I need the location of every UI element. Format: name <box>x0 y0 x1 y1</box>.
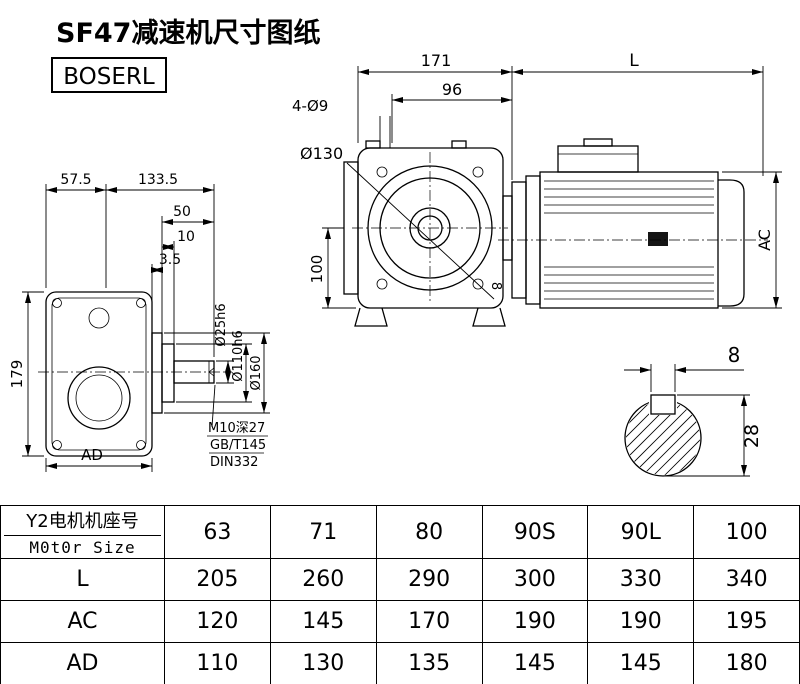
dim-small-8-label: 8 <box>488 282 503 290</box>
table-value: 290 <box>377 559 483 600</box>
note-din-standard: DIN332 <box>210 455 258 470</box>
dim-bolt-holes-label: 4-Ø9 <box>292 97 328 115</box>
dim-133-5-label: 133.5 <box>138 172 178 188</box>
dim-57-5-label: 57.5 <box>60 172 91 188</box>
table-value: 190 <box>588 601 695 642</box>
dim-ad-label: AD <box>81 446 103 464</box>
table-row-AC: AC 120 145 170 190 190 195 <box>1 601 800 643</box>
table-row-AD: AD 110 130 135 145 145 180 <box>1 643 800 684</box>
table-value: 130 <box>271 643 377 684</box>
dim-keyway-height-label: 28 <box>741 424 763 448</box>
dim-motor-length-label: L <box>629 51 639 71</box>
size-col-header: 90L <box>588 506 695 558</box>
motor-size-label-en: M0t0r Size <box>29 538 136 557</box>
table-value: 120 <box>165 601 271 642</box>
dim-96-label: 96 <box>442 80 462 99</box>
front-view: 171 96 4-Ø9 Ø130 100 8 <box>292 51 513 327</box>
note-gb-standard: GB/T145 <box>210 438 266 453</box>
row-label: L <box>1 559 165 600</box>
dim-100-label: 100 <box>308 255 326 284</box>
table-header-row: Y2电机机座号 M0t0r Size 63 71 80 90S 90L 100 <box>1 506 800 559</box>
size-col-header: 63 <box>165 506 271 558</box>
row-label: AD <box>1 643 165 684</box>
dim-flange-diameter-label: Ø130 <box>300 144 343 163</box>
table-value: 205 <box>165 559 271 600</box>
table-value: 340 <box>694 559 800 600</box>
table-value: 190 <box>483 601 589 642</box>
dim-171-label: 171 <box>421 51 452 70</box>
table-value: 300 <box>483 559 589 600</box>
size-col-header: 90S <box>483 506 589 558</box>
page-title: SF47减速机尺寸图纸 <box>56 17 320 49</box>
note-tapped-hole: M10深27 <box>208 421 265 436</box>
shaft-section-view: 8 28 <box>624 343 763 477</box>
brand-badge: BOSERL <box>51 57 167 93</box>
table-value: 330 <box>588 559 695 600</box>
dim-10-label: 10 <box>177 229 195 245</box>
table-value: 110 <box>165 643 271 684</box>
table-value: 145 <box>483 643 589 684</box>
table-value: 135 <box>377 643 483 684</box>
row-label: AC <box>1 601 165 642</box>
motor-size-header-cell: Y2电机机座号 M0t0r Size <box>1 506 165 558</box>
table-value: 195 <box>694 601 800 642</box>
brand-label: BOSERL <box>63 64 155 90</box>
size-col-header: 71 <box>271 506 377 558</box>
table-value: 145 <box>588 643 695 684</box>
motor-size-label-cn: Y2电机机座号 <box>4 507 161 536</box>
table-row-L: L 205 260 290 300 330 340 <box>1 559 800 601</box>
size-col-header: 100 <box>694 506 800 558</box>
drawing-canvas: SF47减速机尺寸图纸 BOSERL 171 96 4-Ø9 <box>8 17 782 477</box>
dim-50-label: 50 <box>173 204 191 220</box>
table-value: 145 <box>271 601 377 642</box>
dimension-table: Y2电机机座号 M0t0r Size 63 71 80 90S 90L 100 … <box>0 505 800 684</box>
motor-nameplate <box>648 232 668 246</box>
dim-179-label: 179 <box>8 360 26 389</box>
table-value: 180 <box>694 643 800 684</box>
dim-3-5-label: 3.5 <box>159 252 181 268</box>
motor-view: L AC <box>498 51 782 309</box>
side-view: 57.5 133.5 50 10 3.5 179 AD Ø25h6 Ø110 <box>8 172 270 472</box>
dim-shaft-diameter-label: Ø25h6 <box>214 303 229 346</box>
dim-motor-ac-label: AC <box>755 229 774 251</box>
dim-pilot-diameter-label: Ø110h6 <box>231 330 246 382</box>
dim-keyway-width-label: 8 <box>728 343 741 367</box>
table-value: 260 <box>271 559 377 600</box>
dim-output-flange-diameter-label: Ø160 <box>249 355 264 390</box>
table-value: 170 <box>377 601 483 642</box>
size-col-header: 80 <box>377 506 483 558</box>
